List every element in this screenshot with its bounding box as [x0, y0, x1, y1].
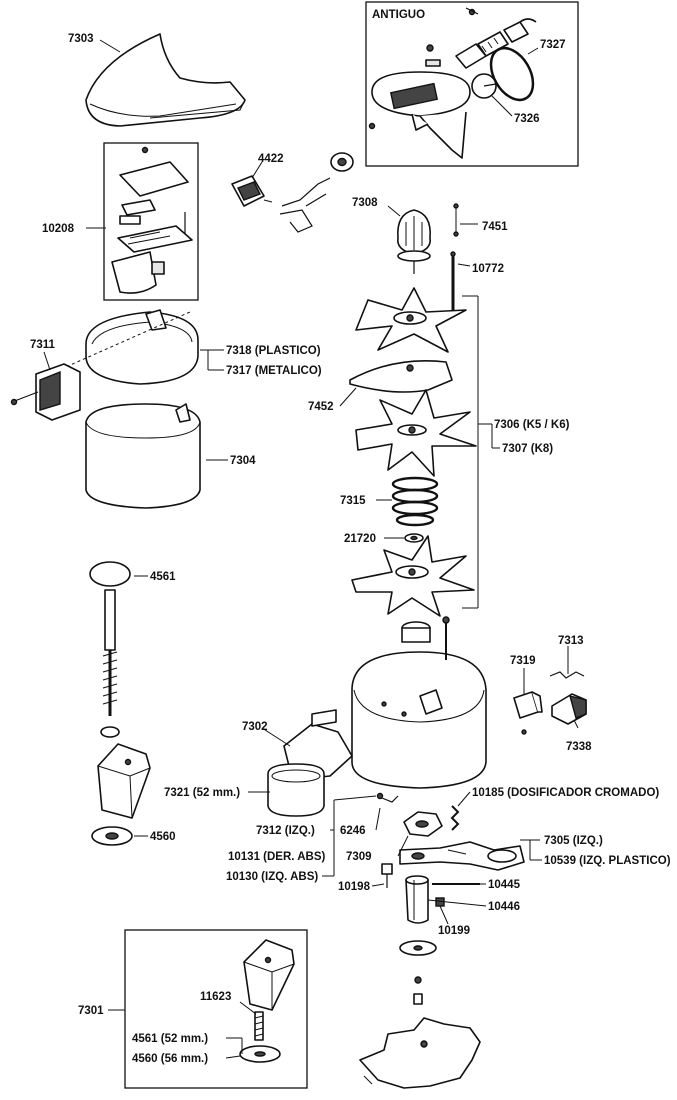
- bracket-7311: [10, 363, 81, 421]
- kit-spring: [254, 1011, 264, 1041]
- nut-7309: [403, 811, 443, 837]
- label-7305: 7305 (IZQ.): [544, 835, 603, 847]
- label-7338: 7338: [566, 741, 592, 753]
- disc-4560: [91, 826, 133, 846]
- label-7306: 7306 (K5 / K6): [494, 419, 570, 431]
- label-7317: 7317 (METALICO): [226, 365, 322, 377]
- label-7452: 7452: [308, 401, 334, 413]
- switch-assembly-part: [111, 146, 193, 294]
- leader-lines: [43, 39, 579, 1059]
- button-7338: [551, 693, 587, 725]
- label-7451: 7451: [482, 221, 508, 233]
- shaft-10446: [405, 875, 429, 924]
- label-7326: 7326: [514, 113, 540, 125]
- label-7313: 7313: [558, 635, 584, 647]
- cylinder-part: [85, 403, 201, 509]
- old-motor-part: [455, 7, 537, 69]
- label-7318: 7318 (PLASTICO): [226, 345, 321, 357]
- clip-part: [231, 152, 354, 233]
- disc-7326: [471, 73, 497, 99]
- label-4561-52mm: 4561 (52 mm.): [132, 1033, 208, 1045]
- kit-disc: [239, 1045, 281, 1063]
- screw-10198: [381, 863, 393, 888]
- label-10445: 10445: [488, 879, 521, 891]
- label-7327: 7327: [540, 39, 566, 51]
- label-21720: 21720: [344, 533, 376, 545]
- label-10198: 10198: [338, 881, 371, 893]
- label-7301: 7301: [78, 1005, 104, 1017]
- label-10199: 10199: [438, 925, 470, 937]
- dispenser-kit-box: [124, 929, 308, 1089]
- pin-part: [453, 203, 459, 237]
- lever-7305: [399, 841, 525, 871]
- label-4560: 4560: [150, 831, 176, 843]
- label-4561: 4561: [150, 571, 176, 583]
- label-7321: 7321 (52 mm.): [164, 787, 240, 799]
- label-7311: 7311: [30, 339, 56, 351]
- switch-assembly-box: [103, 142, 199, 301]
- kit-hopper: [243, 939, 295, 1011]
- label-4422: 4422: [258, 153, 284, 165]
- label-10772: 10772: [472, 263, 504, 275]
- washer-21720: [404, 533, 424, 543]
- shaft-part: [450, 251, 456, 310]
- hopper-part: [97, 743, 151, 819]
- washer-part: [399, 940, 437, 1005]
- switch-7319: [513, 691, 543, 735]
- label-7304: 7304: [230, 455, 256, 467]
- label-10131: 10131 (DER. ABS): [228, 851, 326, 863]
- rod-part: [100, 589, 120, 738]
- screw-6246: [376, 792, 399, 803]
- middle-blade: [355, 389, 477, 477]
- upper-blade: [355, 287, 467, 353]
- knob-part: [397, 209, 431, 274]
- label-10539: 10539 (IZQ. PLASTICO): [544, 855, 671, 867]
- label-7315: 7315: [340, 495, 366, 507]
- label-7302: 7302: [242, 721, 268, 733]
- cap-4561: [89, 561, 131, 587]
- lid-part: [85, 33, 246, 127]
- label-7309: 7309: [346, 851, 372, 863]
- ring-part: [49, 309, 199, 385]
- label-4560-56mm: 4560 (56 mm.): [132, 1053, 208, 1065]
- label-10130: 10130 (IZQ. ABS): [226, 871, 318, 883]
- inset-title: ANTIGUO: [372, 9, 425, 21]
- bowl-housing: [351, 616, 487, 789]
- spring-7313: [549, 671, 585, 679]
- star-disc: [359, 1017, 481, 1089]
- spring-7315: [391, 476, 439, 527]
- cutter-plate-7452: [349, 360, 453, 393]
- spring-10185: [450, 805, 460, 831]
- old-housing-part: [368, 44, 471, 159]
- label-6246: 6246: [340, 825, 366, 837]
- label-7303: 7303: [68, 33, 94, 45]
- lower-blade: [351, 535, 475, 617]
- label-10446: 10446: [488, 901, 520, 913]
- label-7308: 7308: [352, 197, 378, 209]
- antiguo-inset-box: [365, 1, 579, 167]
- label-10208: 10208: [42, 223, 75, 235]
- label-7319: 7319: [510, 655, 536, 667]
- label-11623: 11623: [200, 991, 231, 1003]
- label-7312: 7312 (IZQ.): [256, 825, 315, 837]
- label-7307: 7307 (K8): [502, 443, 553, 455]
- label-10185: 10185 (DOSIFICADOR CROMADO): [472, 787, 659, 799]
- spout-7321: [267, 763, 325, 817]
